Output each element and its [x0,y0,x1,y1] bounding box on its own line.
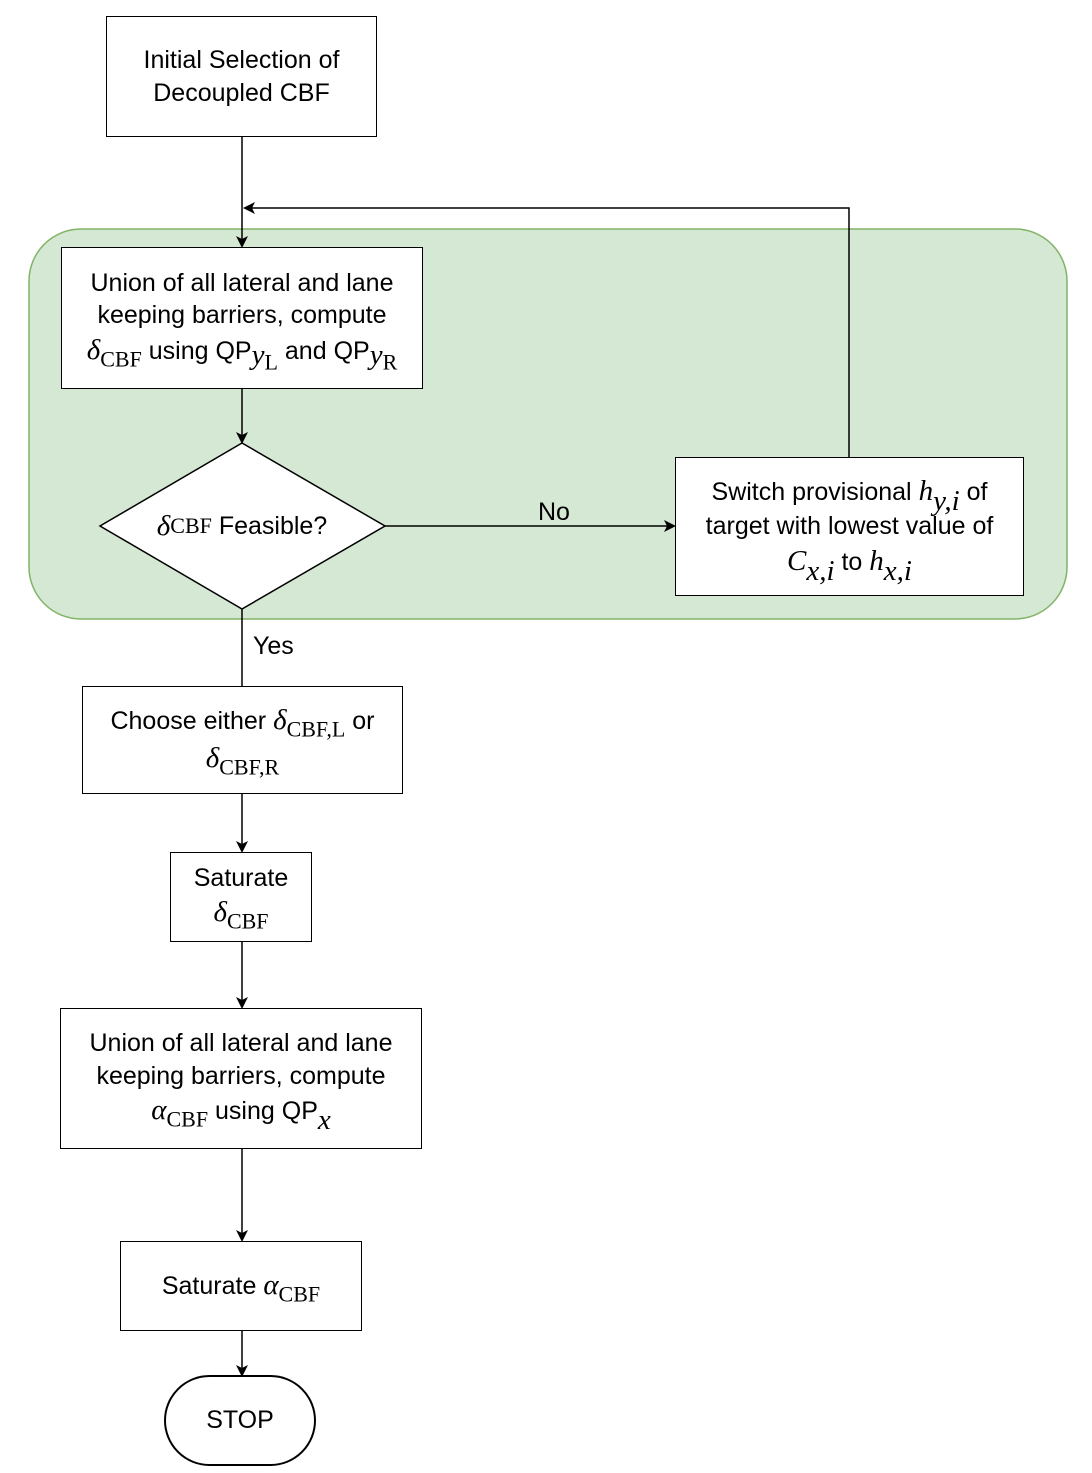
stop-terminal: STOP [164,1375,316,1466]
union-alpha-box: Union of all lateral and lane keeping ba… [60,1008,422,1149]
initial-selection-text: Initial Selection of Decoupled CBF [143,46,340,107]
choose-box: Choose either δCBF,L or δCBF,R [82,686,403,794]
saturate-delta-box: Saturate δCBF [170,852,312,942]
edge-label-no: No [538,498,570,526]
feasibility-decision-diamond [98,442,387,610]
union-lateral-box: Union of all lateral and lane keeping ba… [61,247,423,389]
edge-label-yes: Yes [253,632,294,660]
initial-selection-box: Initial Selection of Decoupled CBF [106,16,377,137]
saturate-alpha-box: Saturate αCBF [120,1241,362,1331]
switch-provisional-box: Switch provisional hy,i of target with l… [675,457,1024,596]
union-lateral-line1: Union of all lateral and lane keeping ba… [90,268,394,330]
edge-loop-back [243,202,850,457]
